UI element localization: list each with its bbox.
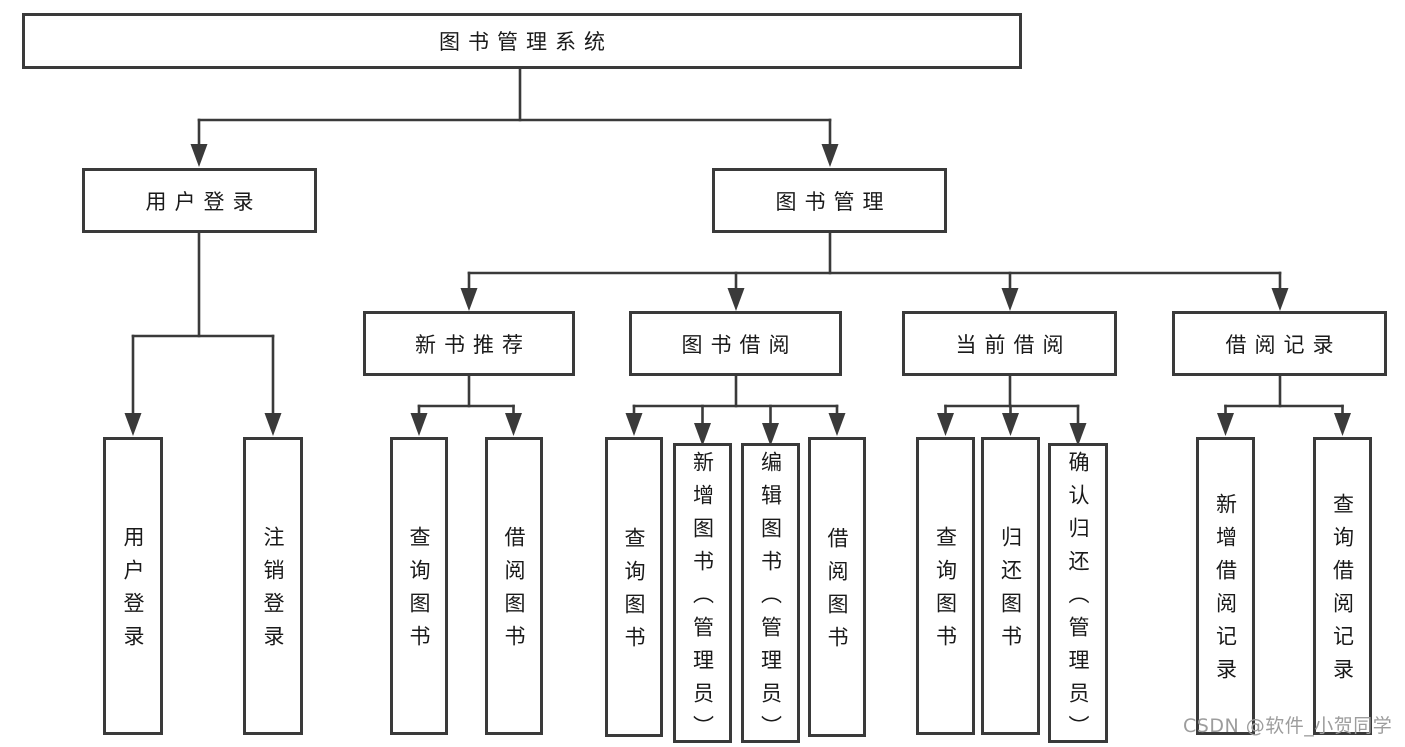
node-label: 查询借阅记录 [1330, 493, 1355, 691]
node-label: 归还图书 [998, 526, 1023, 658]
node-user-login: 用户登录 [82, 168, 317, 233]
leaf-borrow-books-2: 借阅图书 [808, 437, 866, 737]
node-label: 新增借阅记录 [1213, 493, 1238, 691]
leaf-user-login: 用户登录 [103, 437, 163, 735]
leaf-query-books-2: 查询图书 [605, 437, 663, 737]
node-borrowing-records: 借阅记录 [1172, 311, 1387, 376]
node-label: 图书借阅 [681, 332, 798, 357]
node-new-book-recommendation: 新书推荐 [363, 311, 575, 376]
node-label: 查询图书 [933, 526, 958, 658]
leaf-add-books-admin: 新增图书（管理员） [673, 443, 732, 747]
node-label: 查询图书 [622, 527, 646, 659]
node-label: 用户登录 [145, 189, 262, 214]
node-label: 编辑图书（管理员） [758, 450, 783, 747]
leaf-edit-books-admin: 编辑图书（管理员） [741, 443, 800, 747]
leaf-return-books: 归还图书 [981, 437, 1040, 735]
node-book-borrowing: 图书借阅 [629, 311, 842, 376]
node-label: 查询图书 [407, 526, 431, 658]
leaf-borrow-books-1: 借阅图书 [485, 437, 543, 735]
node-label: 注销登录 [261, 526, 285, 658]
csdn-watermark: CSDN @软件_小贺同学 [1183, 715, 1393, 737]
node-current-borrowing: 当前借阅 [902, 311, 1117, 376]
node-label: 借阅图书 [825, 527, 849, 659]
node-library-management-system: 图书管理系统 [22, 13, 1022, 69]
node-label: 借阅图书 [502, 526, 526, 658]
node-book-management: 图书管理 [712, 168, 947, 233]
leaf-query-books-1: 查询图书 [390, 437, 448, 735]
leaf-add-borrow-record: 新增借阅记录 [1196, 437, 1255, 735]
leaf-logout: 注销登录 [243, 437, 303, 735]
leaf-query-books-3: 查询图书 [916, 437, 975, 735]
node-label: 确认归还（管理员） [1066, 450, 1090, 747]
node-label: 用户登录 [121, 526, 145, 658]
node-label: 图书管理 [775, 189, 892, 214]
node-label: 当前借阅 [955, 332, 1072, 357]
node-label: 借阅记录 [1225, 332, 1342, 357]
leaf-confirm-return-admin: 确认归还（管理员） [1048, 443, 1108, 747]
node-label: 新书推荐 [415, 332, 531, 357]
node-label: 新增图书（管理员） [690, 450, 715, 747]
node-label: 图书管理系统 [439, 30, 613, 54]
leaf-query-borrow-record: 查询借阅记录 [1313, 437, 1372, 735]
connector-lines [131, 68, 1344, 438]
